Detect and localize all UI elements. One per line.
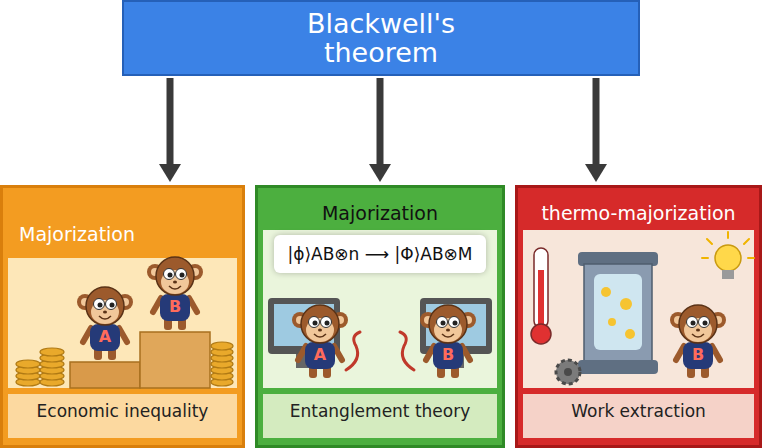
engine-machine <box>594 274 642 350</box>
monkey-figure <box>292 305 348 378</box>
engine-machine <box>556 252 658 384</box>
monkey-figure <box>77 287 133 360</box>
panel-ground <box>255 185 505 448</box>
shirt-letter: B <box>442 346 454 364</box>
monkey-tail <box>346 332 360 370</box>
panel-ground <box>515 185 762 448</box>
podium <box>70 362 140 388</box>
engine-machine <box>608 318 616 326</box>
node-heading: Majorization <box>268 188 492 225</box>
panel-box: MajorizationEconomic inequality <box>0 185 245 448</box>
panel-ground <box>263 230 497 388</box>
monkey-figure <box>670 305 726 378</box>
monkey-figure <box>420 305 476 378</box>
panel-box: thermo-majorizationWork extraction <box>515 185 762 448</box>
panel-ground <box>8 394 237 438</box>
connector-arrow <box>167 78 174 164</box>
monkey-tail <box>400 332 414 370</box>
engine-machine <box>564 368 572 376</box>
panel-ground <box>8 258 237 388</box>
coin-stack <box>16 360 40 368</box>
engine-machine <box>578 360 658 374</box>
node-text: Work extraction <box>528 400 749 422</box>
coin-stack <box>211 342 233 350</box>
node-text: |ϕ⟩AB⊗n ⟶ |Φ⟩AB⊗M <box>274 235 486 273</box>
light-bulb <box>702 232 754 258</box>
node-text: Economic inequality <box>13 400 232 422</box>
engine-machine <box>620 298 632 310</box>
thermometer <box>531 324 551 344</box>
connector-arrow <box>377 78 384 164</box>
title-box: Blackwell's theorem <box>122 0 640 76</box>
light-bulb <box>715 245 741 271</box>
light-bulb <box>702 232 754 279</box>
node-heading: Blackwell's theorem <box>256 9 506 67</box>
thermometer <box>538 270 544 330</box>
panel-ground <box>515 185 762 448</box>
connector-arrow <box>593 78 600 164</box>
panel-ground <box>263 394 497 438</box>
monkey-tail <box>346 332 414 370</box>
panel-ground <box>523 230 754 388</box>
panel-ground <box>0 185 245 448</box>
engine-machine <box>584 264 652 362</box>
panel-ground <box>255 185 505 448</box>
coin-stack <box>16 342 233 386</box>
shirt-letter: B <box>692 346 704 364</box>
panel-ground <box>523 394 754 438</box>
shirt-letter: B <box>169 298 181 316</box>
thermometer <box>531 248 551 344</box>
shirt-letter: A <box>314 346 326 364</box>
shirt-letter: A <box>99 328 111 346</box>
node-text: Entanglement theory <box>268 400 492 422</box>
node-heading: Majorization <box>13 188 232 246</box>
podium <box>140 332 210 388</box>
panel-ground <box>0 185 245 448</box>
coin-stack <box>40 348 64 356</box>
engine-machine <box>625 329 635 339</box>
node-heading: thermo-majorization <box>528 188 749 225</box>
panel-box: Majorization |ϕ⟩AB⊗n ⟶ |Φ⟩AB⊗M Entanglemen… <box>255 185 505 448</box>
engine-machine <box>601 287 611 297</box>
monkey-figure <box>147 257 203 330</box>
light-bulb <box>722 270 734 279</box>
engine-machine <box>556 360 580 384</box>
